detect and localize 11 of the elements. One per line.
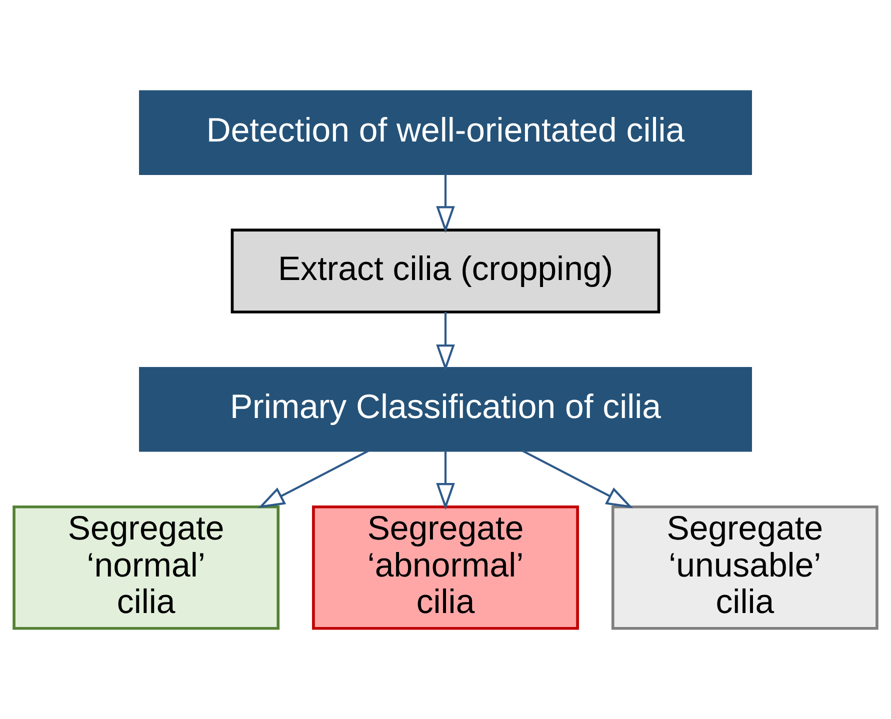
arrow	[436, 450, 455, 510]
node-box: Segregate ‘unusable’ cilia	[611, 504, 878, 630]
arrow	[258, 449, 370, 508]
arrow	[436, 173, 455, 232]
node-box: Primary Classification of cilia	[139, 366, 752, 452]
node-box: Segregate ‘normal’ cilia	[12, 504, 280, 630]
node-box: Detection of well-orientated cilia	[139, 90, 752, 174]
arrow	[521, 449, 634, 508]
node-box: Segregate ‘abnormal’ cilia	[312, 504, 579, 630]
node-box: Extract cilia (cropping)	[230, 228, 660, 313]
arrow	[436, 312, 455, 371]
